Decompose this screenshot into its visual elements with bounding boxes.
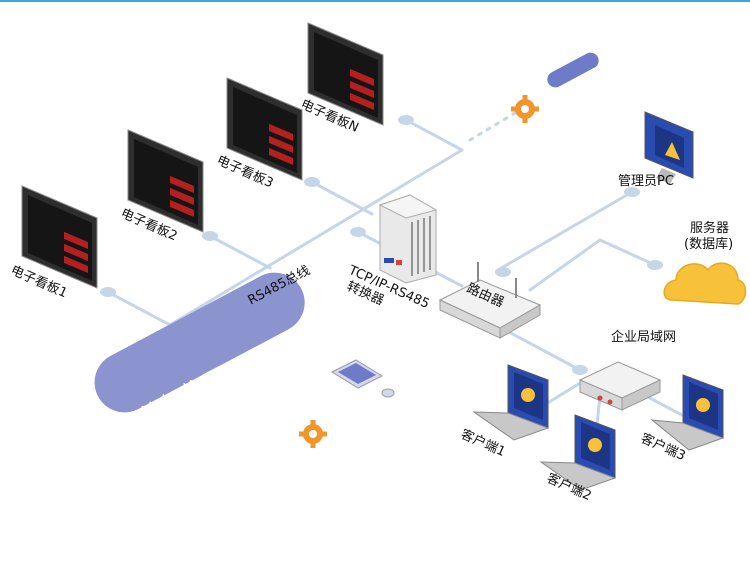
gear-icon bbox=[511, 95, 539, 123]
client-laptop-1 bbox=[472, 364, 550, 441]
rs485-bus-line bbox=[168, 148, 464, 327]
keyboard-mouse-icon bbox=[330, 359, 395, 398]
server-label-line1: 服务器 bbox=[690, 221, 730, 236]
router-server-line bbox=[528, 238, 657, 292]
board3-dot bbox=[304, 177, 320, 187]
top-accent-rule bbox=[0, 0, 750, 2]
router-lan-line bbox=[503, 328, 582, 372]
electronic-board-3 bbox=[226, 77, 303, 181]
bus-dotted-extension bbox=[468, 108, 522, 142]
decor-pill-blue bbox=[547, 52, 599, 88]
lan-switch-device bbox=[578, 361, 662, 411]
board1-drop-line bbox=[106, 290, 172, 327]
lan-switch-label: 企业局域网 bbox=[611, 330, 677, 345]
tcp-rs485-converter bbox=[378, 194, 438, 284]
gear-icon bbox=[299, 420, 327, 448]
board2-dot bbox=[202, 231, 218, 241]
boardn-drop-line bbox=[404, 118, 464, 152]
client-laptop-2 bbox=[539, 414, 617, 491]
electronic-board-1 bbox=[21, 185, 98, 289]
board2-drop-line bbox=[208, 234, 272, 270]
server-cloud-icon bbox=[663, 262, 747, 305]
server-label-line2: (数据库) bbox=[684, 237, 734, 252]
electronic-board-n bbox=[307, 22, 384, 126]
admin-pc-monitor bbox=[644, 111, 694, 184]
board1-dot bbox=[100, 287, 116, 297]
router-admin-line bbox=[496, 190, 634, 272]
boardn-dot bbox=[398, 115, 414, 125]
converter-dot bbox=[350, 227, 366, 237]
connection-dots bbox=[100, 115, 663, 375]
server-dot bbox=[647, 260, 663, 270]
electronic-board-2 bbox=[127, 129, 204, 233]
board3-drop-line bbox=[310, 180, 374, 216]
router-device bbox=[438, 262, 542, 339]
admin-dot bbox=[624, 187, 640, 197]
admin-pc-label: 管理员PC bbox=[618, 174, 674, 189]
lan-dot bbox=[572, 365, 588, 375]
client-laptop-3 bbox=[650, 374, 725, 451]
router-dot bbox=[495, 267, 511, 277]
